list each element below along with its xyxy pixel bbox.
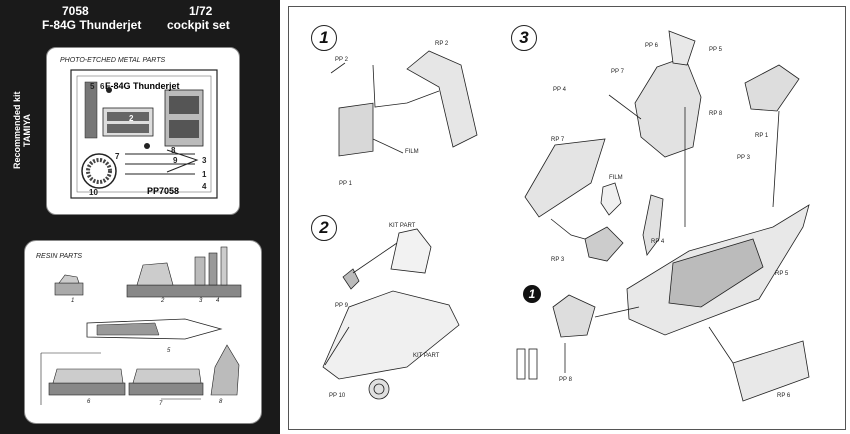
fret-number: 2 [129,114,134,123]
part-label: RP 8 [709,111,723,117]
resin-part-number: 2 [161,298,165,304]
fret-number: 6 [100,82,105,91]
part-label: PP 3 [737,155,750,161]
fret-number: 8 [171,146,176,155]
part-label: PP 6 [645,43,658,49]
part-label: PP 7 [611,69,624,75]
fret-number: 5 [90,82,95,91]
assembly-instructions: 1 2 3 PP 2 RP 2 FILM PP 1 KIT PART PP 9 … [288,6,846,430]
product-code: 7058 [62,4,89,18]
resin-part-number: 8 [219,399,223,405]
resin-drawing [40,246,242,405]
part-label: PP 10 [329,393,346,399]
part-label: RP 7 [551,137,565,143]
part-label: PP 8 [559,377,572,383]
fret-code: PP7058 [147,186,180,196]
resin-part-number: 4 [216,298,220,304]
fret-drawing [70,69,218,199]
part-label: RP 2 [435,41,449,47]
part-label: PP 1 [339,181,352,187]
fret-number: 1 [202,170,207,179]
fret-title: F-84G Thunderjet [105,81,180,91]
part-label: KIT PART [413,353,440,359]
set-type: cockpit set [167,18,230,32]
fret-number: 3 [202,156,207,165]
part-label: PP 9 [335,303,348,309]
part-label: RP 1 [755,133,769,139]
fret-number: 10 [89,188,98,197]
resin-part-number: 3 [199,298,203,304]
callout-marker: 1 [523,285,541,303]
resin-part-number: 5 [167,348,171,354]
scale: 1/72 [189,4,213,18]
part-label: PP 5 [709,47,722,53]
packaging-panel: 7058 F-84G Thunderjet 1/72 cockpit set R… [0,0,280,434]
fret-number: 9 [173,156,178,165]
resin-panel: RESIN PARTS 1 2 [24,240,262,424]
part-label: FILM [609,175,623,181]
model-name: F-84G Thunderjet [42,18,142,32]
part-label: RP 6 [777,393,791,399]
resin-title: RESIN PARTS [36,253,83,260]
part-label: PP 4 [553,87,566,93]
step-number: 2 [311,215,337,241]
resin-part-number: 1 [71,298,75,304]
recommended-kit: Recommended kit TAMIYA [12,91,32,169]
fret-number: 4 [202,182,207,191]
resin-part-number: 7 [159,401,163,407]
step-number: 1 [311,25,337,51]
photo-etched-title: PHOTO-ETCHED METAL PARTS [60,57,166,64]
step-number: 3 [511,25,537,51]
part-label: KIT PART [389,223,416,229]
fret-number: 7 [115,152,120,161]
resin-part-number: 6 [87,399,91,405]
part-label: PP 2 [335,57,348,63]
part-label: RP 5 [775,271,789,277]
part-label: RP 4 [651,239,665,245]
assembly-drawing [322,30,810,402]
part-label: RP 3 [551,257,565,263]
part-label: FILM [405,149,419,155]
photo-etched-panel: PHOTO-ETCHED METAL PARTS F- [46,47,240,215]
